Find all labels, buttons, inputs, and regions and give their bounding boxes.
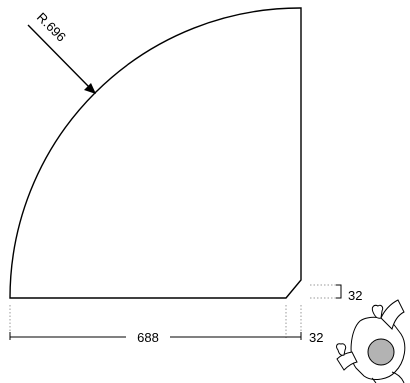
chamfer-dimension-y: 32: [310, 284, 362, 303]
person-back: [391, 371, 405, 383]
person-arm-left: [336, 351, 358, 371]
radius-arrowhead: [84, 83, 96, 94]
chamfer-y-bracket: [336, 284, 342, 299]
person-hand-left: [336, 343, 347, 356]
person-head: [367, 338, 395, 366]
width-dimension: 688: [9, 305, 287, 345]
desk-outline: [9, 7, 302, 299]
person-hand-right: [371, 304, 384, 319]
chamfer-label-y: 32: [348, 288, 362, 303]
radius-leader-line: [27, 24, 93, 91]
width-label: 688: [137, 330, 159, 345]
chamfer-label-x: 32: [309, 330, 323, 345]
person-top-view-icon: [336, 299, 406, 383]
radius-annotation: R.696: [27, 10, 96, 94]
radius-label: R.696: [34, 10, 69, 45]
person-arm-right: [380, 299, 405, 330]
chamfer-dimension-x: 32: [286, 305, 323, 345]
